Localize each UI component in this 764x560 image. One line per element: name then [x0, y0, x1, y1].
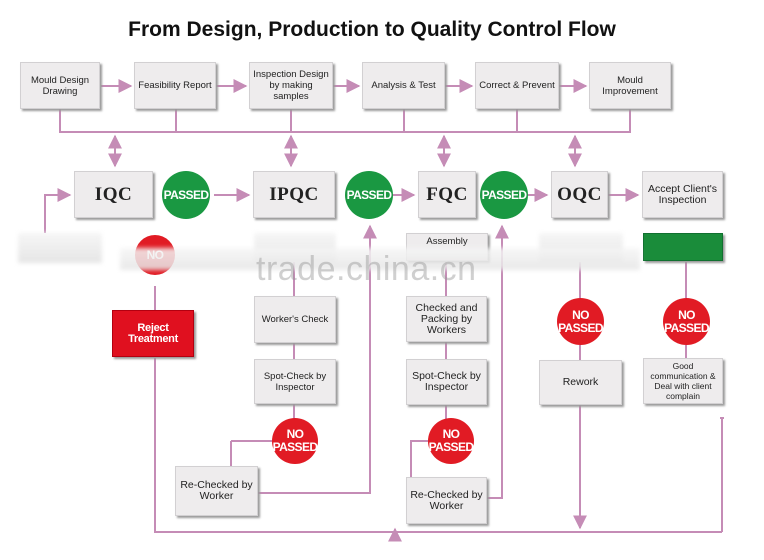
stage-iqc: IQC — [74, 171, 153, 218]
no-passed-badge-accept: NO PASSED — [663, 298, 710, 345]
step-spot-check-ipqc: Spot-Check by Inspector — [254, 359, 336, 404]
passed-badge-ipqc: PASSED — [345, 171, 393, 219]
rechecked-by-worker-fqc: Re-Checked by Worker — [406, 477, 487, 524]
top-collector — [59, 109, 631, 133]
step-analysis-test: Analysis & Test — [362, 62, 445, 109]
stage-fqc: FQC — [418, 171, 476, 218]
no-passed-badge-oqc: NO PASSED — [557, 298, 604, 345]
no-passed-badge-ipqc: NO PASSED — [272, 418, 318, 464]
reject-treatment: Reject Treatment — [112, 310, 194, 357]
watermark: trade.china.cn — [256, 250, 477, 288]
step-correct-prevent: Correct & Prevent — [475, 62, 559, 109]
bottom-return — [154, 358, 722, 533]
obscured-green-box — [643, 233, 723, 261]
recheck-loop-fqc — [487, 224, 509, 499]
stage-ipqc: IPQC — [253, 171, 335, 218]
step-checked-packing: Checked and Packing by Workers — [406, 296, 487, 342]
step-workers-check: Worker's Check — [254, 296, 336, 343]
recheck-loop-ipqc — [258, 224, 377, 494]
step-inspection-design: Inspection Design by making samples — [249, 62, 333, 109]
client-complain: Good communication & Deal with client co… — [643, 358, 723, 404]
arrow-into-iqc — [44, 188, 72, 233]
stage-oqc: OQC — [551, 171, 608, 218]
step-mould-improvement: Mould Improvement — [589, 62, 671, 109]
page-title: From Design, Production to Quality Contr… — [128, 18, 616, 41]
rechecked-by-worker-ipqc: Re-Checked by Worker — [175, 466, 258, 516]
obscured-box-iqc — [18, 233, 102, 263]
no-passed-badge-fqc: NO PASSED — [428, 418, 474, 464]
accept-client-inspection: Accept Client's Inspection — [642, 171, 723, 218]
step-spot-check-fqc: Spot-Check by Inspector — [406, 359, 487, 405]
step-rework: Rework — [539, 360, 622, 405]
step-feasibility: Feasibility Report — [134, 62, 216, 109]
step-mould-design: Mould Design Drawing — [20, 62, 100, 109]
obscured-band — [120, 248, 640, 270]
passed-badge-fqc: PASSED — [480, 171, 528, 219]
passed-badge-iqc: PASSED — [162, 171, 210, 219]
